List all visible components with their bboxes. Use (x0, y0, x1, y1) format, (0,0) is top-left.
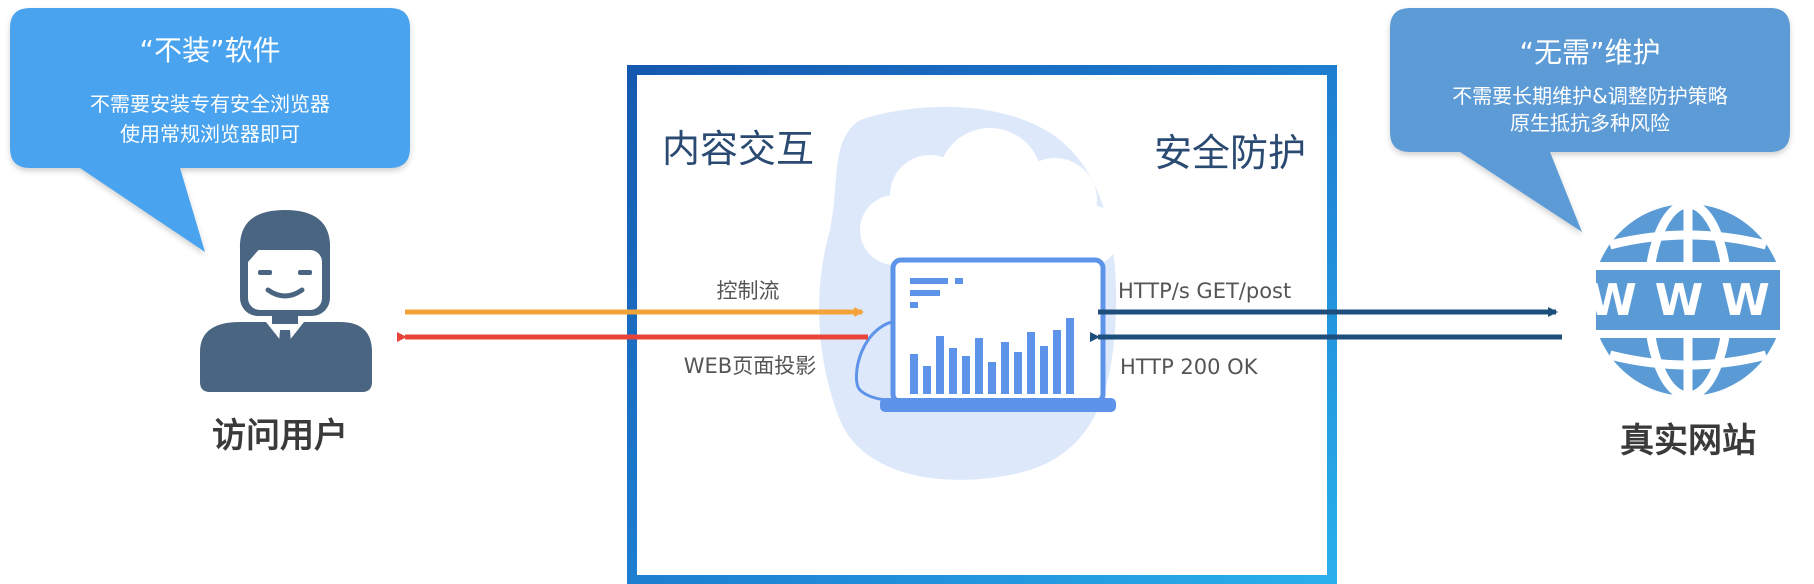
globe-www-icon (1588, 199, 1788, 401)
laptop-icon (880, 257, 1116, 412)
globe-www-text: WWW (1588, 275, 1788, 326)
user-label: 访问用户 (212, 416, 348, 456)
laptop-bar-chart (910, 318, 1074, 394)
security-protection-label: 安全防护 (1154, 131, 1306, 175)
content-interaction-label: 内容交互 (662, 127, 814, 171)
left-bubble-line2: 使用常规浏览器即可 (120, 122, 300, 146)
left-bubble-title: “不装”软件 (139, 34, 280, 67)
right-bubble-line1: 不需要长期维护&调整防护策略 (1452, 84, 1728, 108)
user-icon (200, 210, 372, 392)
website-label: 真实网站 (1620, 421, 1756, 461)
http-response-label: HTTP 200 OK (1120, 355, 1259, 379)
right-speech-bubble (1390, 8, 1790, 232)
web-projection-label: WEB页面投影 (684, 354, 816, 378)
cloud-icon (860, 128, 1120, 270)
left-speech-bubble (10, 8, 410, 252)
right-bubble-title: “无需”维护 (1519, 36, 1660, 69)
control-flow-label: 控制流 (717, 279, 780, 303)
cloud-laptop-illustration (819, 106, 1120, 480)
right-bubble-line2: 原生抵抗多种风险 (1510, 111, 1670, 135)
center-frame-box (627, 65, 1337, 584)
http-request-label: HTTP/s GET/post (1118, 279, 1291, 303)
left-bubble-line1: 不需要安装专有安全浏览器 (90, 92, 330, 116)
